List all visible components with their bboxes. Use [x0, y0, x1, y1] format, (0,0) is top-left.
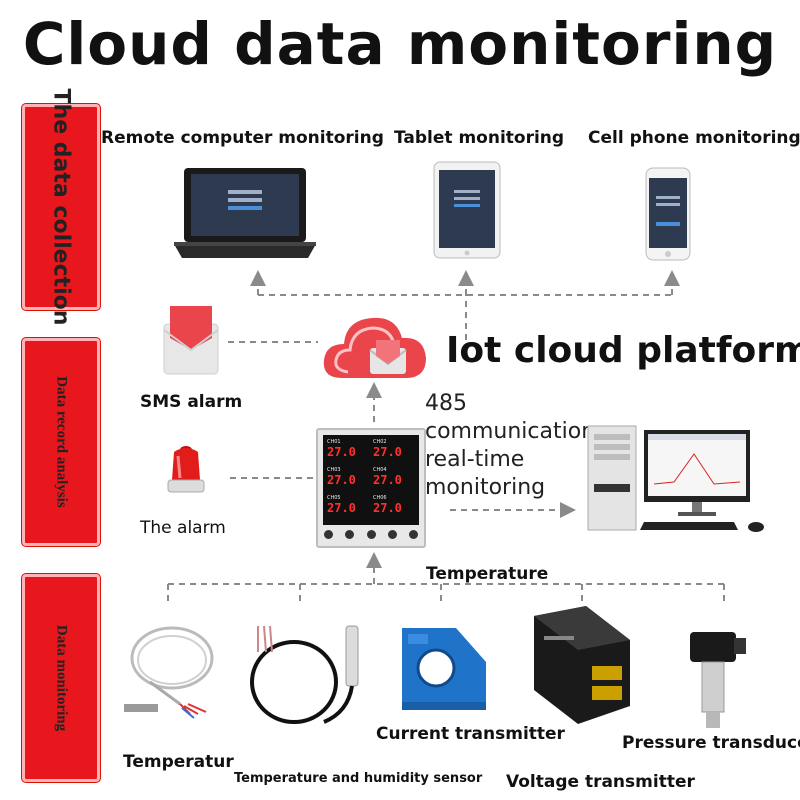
- label-the-alarm: The alarm: [140, 518, 226, 538]
- channel-reading: 27.0: [373, 473, 402, 487]
- controller-button: [366, 529, 376, 539]
- channel-label: CH03: [327, 467, 341, 473]
- controller-display: CH01 27.0 CH02 27.0 CH03 27.0 CH04 27.0 …: [323, 435, 419, 525]
- channel-label: CH06: [373, 495, 387, 501]
- channel-reading: 27.0: [373, 501, 402, 515]
- channel-label: CH04: [373, 467, 387, 473]
- controller-button: [324, 529, 333, 539]
- label-iot-cloud-platform: Iot cloud platform: [446, 330, 800, 371]
- label-pressure-transducer: Pressure transduce: [622, 733, 800, 753]
- comm-text-line: communication: [425, 419, 596, 444]
- label-sms-alarm: SMS alarm: [140, 392, 243, 412]
- channel-label: CH02: [373, 439, 387, 445]
- controller-button: [409, 529, 418, 539]
- channel-label: CH01: [327, 439, 341, 445]
- voltage-transmitter-icon: [534, 606, 630, 724]
- controller-panel: CH01 27.0 CH02 27.0 CH03 27.0 CH04 27.0 …: [316, 428, 426, 548]
- sms-envelope-icon: [163, 306, 219, 375]
- side-box-data-monitoring: Data monitoring: [22, 574, 100, 782]
- label-voltage-transmitter: Voltage transmitter: [506, 772, 695, 792]
- comm-text-line: monitoring: [425, 475, 546, 500]
- cloud-icon: [323, 317, 426, 378]
- label-current-transmitter: Current transmitter: [376, 724, 565, 744]
- controller-button: [387, 529, 397, 539]
- channel-reading: 27.0: [373, 445, 402, 459]
- temperature-probe-icon: [124, 626, 214, 719]
- comm-text: 485 communication real-time monitoring: [425, 390, 595, 502]
- desktop-pc-icon: [587, 425, 764, 532]
- alarm-lamp-icon: [167, 446, 205, 493]
- humidity-sensor-icon: [250, 625, 359, 724]
- controller-button: [345, 529, 355, 539]
- page-title: Cloud data monitoring: [22, 10, 778, 78]
- side-box-data-record-analysis: Data record analysis: [22, 338, 100, 546]
- channel-label: CH05: [327, 495, 341, 501]
- comm-text-line: 485: [425, 391, 467, 416]
- label-remote-computer: Remote computer monitoring: [101, 128, 384, 148]
- label-tablet: Tablet monitoring: [394, 128, 565, 148]
- label-temp-humidity-sensor: Temperature and humidity sensor: [234, 771, 483, 786]
- side-box-data-collection: The data collection: [22, 89, 100, 325]
- channel-reading: 27.0: [327, 501, 356, 515]
- comm-text-line: real-time: [425, 447, 525, 472]
- channel-reading: 27.0: [327, 445, 356, 459]
- pressure-transducer-icon: [690, 632, 746, 728]
- label-phone: Cell phone monitoring: [588, 128, 800, 148]
- laptop-icon: [174, 168, 316, 258]
- label-temperature-sensor: Temperatur: [123, 752, 234, 772]
- channel-reading: 27.0: [327, 473, 356, 487]
- current-transmitter-icon: [402, 628, 486, 710]
- label-bus-temperature: Temperature: [426, 564, 549, 584]
- controller-buttons: [324, 528, 418, 540]
- phone-icon: [645, 167, 691, 261]
- tablet-icon: [433, 161, 501, 259]
